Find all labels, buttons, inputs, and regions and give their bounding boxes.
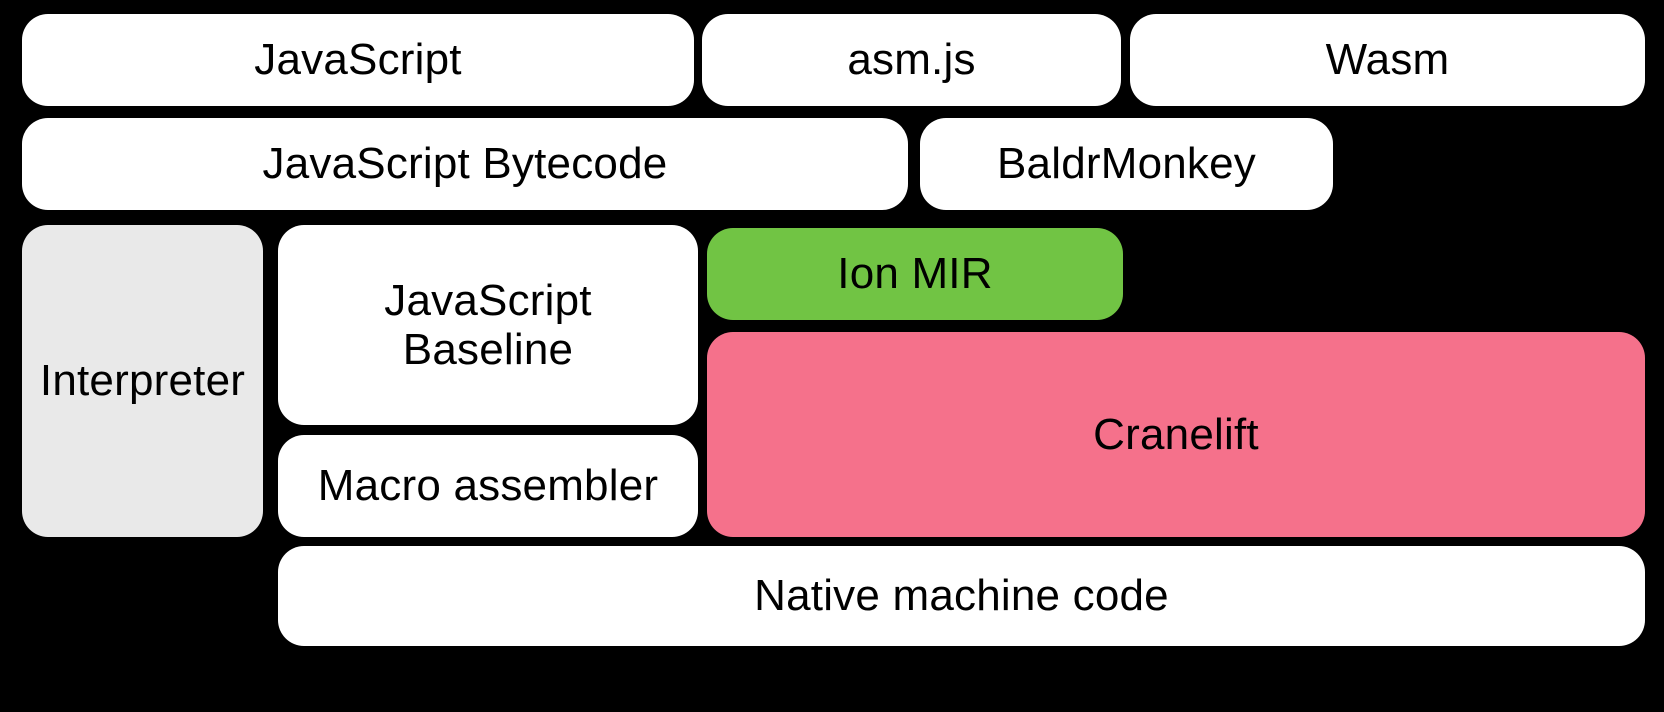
node-javascript[interactable]: JavaScript [22, 14, 694, 106]
node-interpreter[interactable]: Interpreter [22, 225, 263, 537]
node-javascript-baseline[interactable]: JavaScript Baseline [278, 225, 698, 425]
node-cranelift[interactable]: Cranelift [707, 332, 1645, 537]
node-baldrmonkey[interactable]: BaldrMonkey [920, 118, 1333, 210]
node-wasm[interactable]: Wasm [1130, 14, 1645, 106]
node-asmjs[interactable]: asm.js [702, 14, 1121, 106]
node-macro-assembler[interactable]: Macro assembler [278, 435, 698, 537]
node-native-machine-code[interactable]: Native machine code [278, 546, 1645, 646]
node-javascript-bytecode[interactable]: JavaScript Bytecode [22, 118, 908, 210]
node-ion-mir[interactable]: Ion MIR [707, 228, 1123, 320]
